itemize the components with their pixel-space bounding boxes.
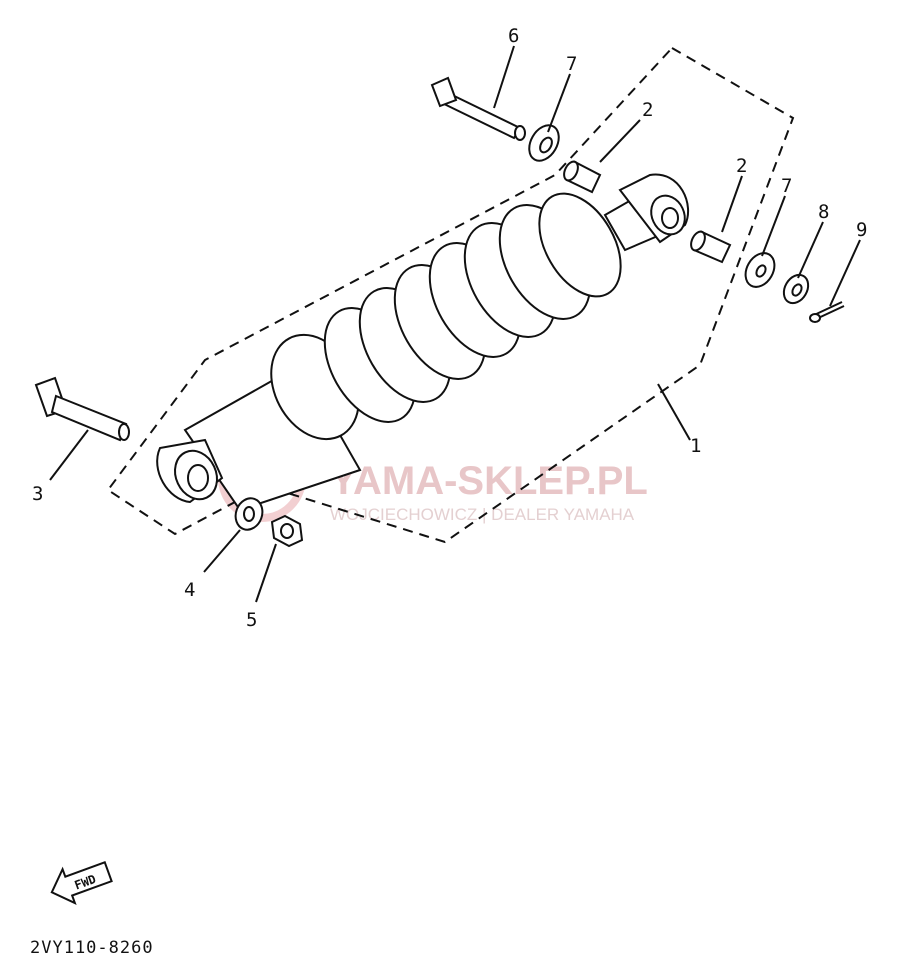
part-7-washer-upper	[528, 124, 560, 162]
callout-9: 9	[856, 219, 867, 241]
callout-2-right: 2	[736, 155, 747, 177]
part-7-washer-right	[744, 252, 776, 288]
part-9-cotter-pin	[809, 301, 845, 323]
assembly-boundary	[106, 46, 795, 544]
callout-1: 1	[690, 435, 701, 457]
callout-3: 3	[32, 483, 43, 505]
leader-lines	[49, 45, 861, 603]
shock-absorber	[156, 173, 690, 512]
fwd-arrow-icon: FWD	[50, 861, 113, 905]
part-4-washer	[234, 497, 264, 531]
callout-6: 6	[508, 25, 519, 47]
callouts: 6 7 2 2 7 8 9 1 3 4 5	[32, 25, 867, 631]
callout-2-upper: 2	[642, 99, 653, 121]
callout-4: 4	[184, 579, 195, 601]
part-2-collar-a	[563, 160, 602, 194]
watermark-subtitle: WOJCIECHOWICZ | DEALER YAMAHA	[330, 505, 635, 524]
callout-5: 5	[246, 609, 257, 631]
spring-coils	[323, 192, 622, 423]
callout-8: 8	[818, 201, 829, 223]
part-3-bolt	[34, 376, 130, 442]
callout-7-right: 7	[781, 175, 792, 197]
drawing-code: 2VY110-8260	[30, 938, 154, 958]
part-5-nut	[270, 514, 304, 548]
fwd-label: FWD	[73, 872, 98, 893]
watermark-title: YAMA-SKLEP.PL	[330, 459, 648, 503]
part-2-collar-b	[690, 230, 732, 264]
part-8-washer	[782, 273, 810, 305]
callout-7-upper: 7	[566, 53, 577, 75]
part-6-bolt	[430, 76, 526, 141]
